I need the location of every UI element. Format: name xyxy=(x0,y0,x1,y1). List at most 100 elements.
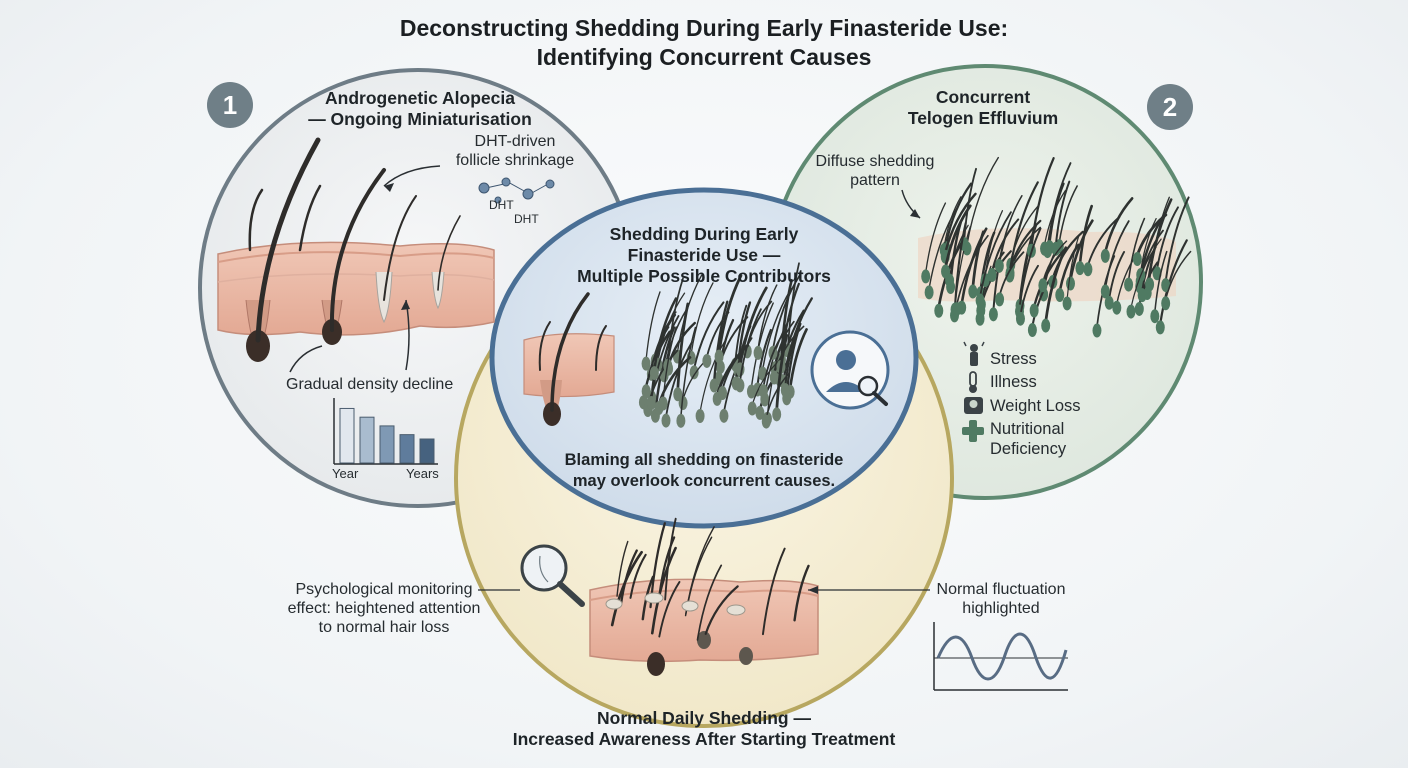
factor-stress: Stress xyxy=(990,350,1037,368)
hairsC-strand xyxy=(699,341,726,413)
hairsC-strand xyxy=(773,325,805,375)
hairs2-bulb xyxy=(1100,248,1110,263)
hair-strands-center-left xyxy=(538,292,607,412)
hairsC-strand xyxy=(653,297,678,371)
hairs2-bulb xyxy=(1124,277,1134,292)
hairs3-strand xyxy=(616,540,629,597)
hairs2-bulb xyxy=(1134,301,1144,316)
hairsC-bulb xyxy=(753,345,763,360)
circle2-title-line1: Concurrent xyxy=(935,87,1031,107)
center-title-line1: Shedding During Early xyxy=(609,224,799,244)
hairsC-bulb xyxy=(780,383,790,398)
hairs3-strand xyxy=(658,581,681,638)
hairs2-bulb xyxy=(1029,303,1039,318)
hairsC-strand xyxy=(772,273,801,350)
fluctuation-chart xyxy=(933,622,1068,691)
hairs3-strand xyxy=(610,550,643,627)
hairs2-bulb xyxy=(1038,278,1048,293)
hairsC-strand xyxy=(761,287,793,371)
hairs2-strand xyxy=(1104,197,1134,254)
hairs3-strand xyxy=(629,553,647,599)
hair-strands-3 xyxy=(610,517,810,641)
hairs3-strand xyxy=(664,517,677,601)
hairsC-strand xyxy=(645,291,661,361)
page-title-line1: Deconstructing Shedding During Early Fin… xyxy=(399,15,1009,41)
hairs2-strand xyxy=(1018,227,1042,309)
hairsC-bulb xyxy=(718,386,728,401)
hairs2-bulb xyxy=(1150,309,1160,324)
hairs2-bulb xyxy=(987,268,997,283)
hairsC-bulb xyxy=(761,414,771,429)
hairs2-strand xyxy=(1054,180,1071,246)
circle1-callout-line1: DHT-driven xyxy=(474,133,556,150)
hair-strands-center xyxy=(638,262,813,429)
circle1-title-line2: — Ongoing Miniaturisation xyxy=(308,109,532,129)
hairsC-bulb xyxy=(646,396,656,411)
hairs2-strand xyxy=(1069,219,1094,281)
center-footer: Blaming all shedding on finasteride may … xyxy=(544,450,864,492)
hairsC-strand xyxy=(717,274,743,354)
thermometer-icon xyxy=(969,371,977,393)
circle3-title-line2: Increased Awareness After Starting Treat… xyxy=(512,729,896,749)
circle3-title-line1: Normal Daily Shedding — xyxy=(597,708,811,728)
chart-x-start-label: Year xyxy=(332,466,359,481)
circle2-callout-line1: Diffuse shedding xyxy=(815,153,935,170)
hairs2-bulb xyxy=(1027,323,1037,338)
circle1-callout: DHT-driven follicle shrinkage xyxy=(440,132,590,170)
density-chart-bars xyxy=(339,407,435,464)
hairsC-bulb xyxy=(702,353,712,368)
hairs2-bulb xyxy=(924,285,934,300)
page-title-line2: Identifying Concurrent Causes xyxy=(536,44,872,70)
hairs2-strand xyxy=(944,204,972,269)
hairs2-strand xyxy=(928,206,959,290)
hairsC-strand xyxy=(784,332,798,388)
center-footer-line2: may overlook concurrent causes. xyxy=(572,472,836,490)
hairs2-bulb xyxy=(1132,252,1142,267)
hairsC-strand xyxy=(757,284,778,350)
skin-cross-section-center xyxy=(523,333,615,426)
factor-weight-loss: Weight Loss xyxy=(990,397,1081,415)
hairsC-bulb xyxy=(719,408,729,423)
badge-2: 2 xyxy=(1147,84,1193,130)
factor-nutritional-deficiency: Nutritional Deficiency xyxy=(990,419,1066,459)
hairs2-strand xyxy=(1104,220,1130,289)
hairs2-strand xyxy=(1164,250,1192,301)
hairs2-strand xyxy=(979,211,1012,298)
hairsC-strand xyxy=(693,301,725,370)
hairs2-bulb xyxy=(1065,276,1075,291)
hairs2-bulb xyxy=(1161,296,1171,311)
hairsC-strand xyxy=(680,326,697,418)
circle2-callout: Diffuse shedding pattern xyxy=(800,152,950,190)
shed-hair-bulbs xyxy=(605,592,746,616)
hairs2-bulb xyxy=(1126,304,1136,319)
hairs2-bulb xyxy=(934,303,944,318)
hairs2-bulb xyxy=(1155,320,1165,335)
hairs2-bulb xyxy=(1083,262,1093,277)
hairsC-strand xyxy=(650,315,680,400)
hairs3-strand xyxy=(696,564,723,641)
hairs2-bulb xyxy=(995,292,1005,307)
hairs3-strand xyxy=(793,564,810,622)
hairsC-strand xyxy=(762,332,784,388)
factor-illness: Illness xyxy=(990,373,1037,391)
hairs2-strand xyxy=(1044,246,1068,323)
hairs2-bulb xyxy=(1015,311,1025,326)
hairsC-strand xyxy=(775,333,789,412)
hairs2-strand xyxy=(944,182,973,246)
hairsC-bulb xyxy=(695,409,705,424)
hairs3-strand xyxy=(704,585,739,635)
circle1-title: Androgenetic Alopecia — Ongoing Miniatur… xyxy=(300,88,540,130)
hairsC-strand xyxy=(666,277,684,363)
hairsC-bulb xyxy=(661,413,671,428)
hairs2-bulb xyxy=(1137,288,1147,303)
hairs2-bulb xyxy=(994,258,1004,273)
hairs2-bulb xyxy=(1051,241,1061,256)
hairsC-bulb xyxy=(747,401,757,416)
hairsC-bulb xyxy=(678,396,688,411)
center-title: Shedding During Early Finasteride Use — … xyxy=(554,224,854,287)
hairs2-bulb xyxy=(1062,296,1072,311)
hairs2-strand xyxy=(948,224,969,278)
hairsC-bulb xyxy=(641,384,651,399)
hairs2-strand xyxy=(1148,196,1170,282)
